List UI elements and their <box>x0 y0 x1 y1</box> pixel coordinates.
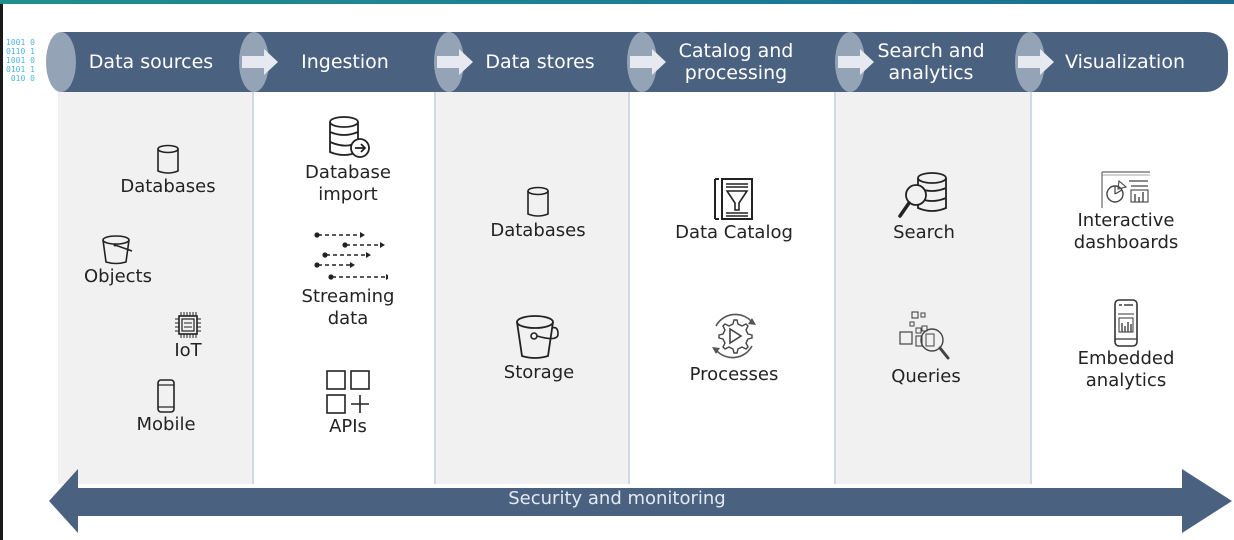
streaming-icon <box>314 232 388 280</box>
flow-arrow-icon <box>630 49 666 75</box>
mobile-chart-icon <box>1114 299 1138 347</box>
pipeline-segment <box>62 32 254 92</box>
column-divider <box>628 92 630 484</box>
item-label: APIs <box>329 416 367 437</box>
stage-header-data-stores: Data stores <box>485 51 595 73</box>
item-mobile: Mobile <box>126 378 206 436</box>
item-storage: Storage <box>484 314 594 384</box>
item-label: IoT <box>174 340 202 361</box>
item-iot: IoT <box>160 310 216 362</box>
column-divider <box>1030 92 1032 484</box>
item-label: Database import <box>305 162 391 205</box>
item-label: Embedded analytics <box>1077 348 1175 391</box>
item-databases-store: Databases <box>474 186 602 242</box>
item-search: Search <box>872 170 976 244</box>
item-label: Databases <box>490 220 586 241</box>
item-objects: Objects <box>78 234 158 288</box>
column-divider <box>252 92 254 484</box>
item-embedded-analytics: Embedded analytics <box>1058 298 1194 392</box>
left-edge-border <box>0 4 3 540</box>
data-catalog-icon <box>714 178 753 220</box>
item-label: Data Catalog <box>675 222 793 243</box>
stage-header-data-sources: Data sources <box>88 51 214 73</box>
database-import-icon <box>329 116 370 158</box>
pipe-cap <box>46 32 76 92</box>
column-data-sources <box>58 92 252 484</box>
mobile-icon <box>157 379 175 413</box>
column-visualization <box>1030 92 1234 484</box>
item-interactive-dashboards: Interactive dashboards <box>1058 170 1194 254</box>
column-search-analytics <box>834 92 1030 484</box>
pipeline-segment <box>1032 32 1228 92</box>
security-monitoring-label: Security and monitoring <box>508 488 726 509</box>
flow-arrow-icon <box>838 49 874 75</box>
item-label: Interactive dashboards <box>1073 210 1179 253</box>
item-processes: Processes <box>664 308 804 386</box>
column-catalog-processing <box>628 92 834 484</box>
item-label: Processes <box>689 364 779 385</box>
top-accent-bar <box>0 0 1234 4</box>
search-database-icon <box>898 172 947 218</box>
database-icon <box>157 144 179 174</box>
flow-arrow-icon <box>1018 49 1054 75</box>
item-streaming-data: Streaming data <box>284 230 412 330</box>
stage-header-catalog-processing: Catalog and processing <box>678 40 794 84</box>
item-queries: Queries <box>874 310 978 388</box>
pipeline-segment <box>254 32 436 92</box>
item-label: Objects <box>83 266 152 287</box>
binary-decoration-icon: 1001 0 0110 1 1001 0 0101 1 010 0 <box>6 38 35 83</box>
query-magnifier-icon <box>899 311 950 360</box>
column-divider <box>834 92 836 484</box>
item-label: Queries <box>891 366 961 387</box>
column-ingestion <box>252 92 434 484</box>
flow-arrow-icon <box>242 49 278 75</box>
item-label: Mobile <box>136 414 196 435</box>
column-data-stores <box>434 92 628 484</box>
gear-play-icon <box>712 313 756 359</box>
column-divider <box>434 92 436 484</box>
item-apis: APIs <box>300 368 396 438</box>
item-label: Databases <box>120 176 216 197</box>
item-label: Search <box>893 222 955 243</box>
stage-header-visualization: Visualization <box>1064 51 1185 73</box>
storage-bucket-icon <box>516 315 559 359</box>
item-databases: Databases <box>110 144 226 198</box>
double-arrow-icon <box>49 469 1232 533</box>
api-grid-icon <box>326 370 370 414</box>
flow-arrow-icon <box>437 49 473 75</box>
stage-header-ingestion: Ingestion <box>301 51 389 73</box>
database-icon <box>527 186 549 217</box>
bucket-icon <box>102 235 133 265</box>
dashboard-icon <box>1101 171 1150 208</box>
item-label: Streaming data <box>301 286 395 329</box>
item-database-import: Database import <box>284 114 412 206</box>
chip-icon <box>175 312 201 338</box>
item-data-catalog: Data Catalog <box>664 176 804 244</box>
item-label: Storage <box>503 362 575 383</box>
stage-header-search-analytics: Search and analytics <box>877 40 985 84</box>
